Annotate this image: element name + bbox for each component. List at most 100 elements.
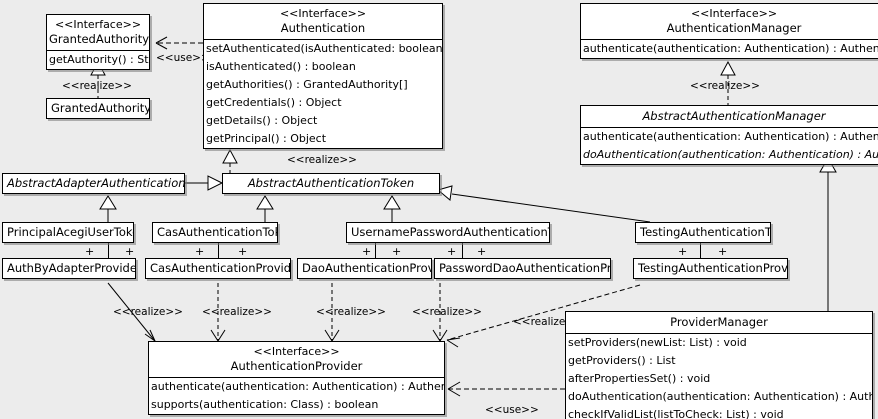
assoc-plus-mark: +	[678, 245, 688, 258]
class-method: getDetails() : Object	[206, 113, 318, 127]
edge-label-realize-passworddao: <<realize>>	[412, 306, 482, 318]
edge-label-realize-abstractauthenticationmanager: <<realize>>	[690, 80, 760, 92]
class-box-password-dao-authentication-provider[interactable]: PasswordDaoAuthenticationProvider	[434, 258, 611, 280]
class-header: PasswordDaoAuthenticationProvider	[435, 259, 610, 278]
class-box-auth-by-adapter-provider[interactable]: AuthByAdapterProvider	[2, 258, 136, 280]
class-method: getAuthority() : String	[49, 53, 149, 67]
class-method: checkIfValidList(listToCheck: List) : vo…	[568, 408, 784, 419]
class-method: setAuthenticated(isAuthenticated: boolea…	[206, 42, 443, 56]
class-header: <<Interface>> GrantedAuthority	[47, 15, 149, 50]
class-method: getPrincipal() : Object	[206, 131, 327, 145]
edge-label-realize-cas: <<realize>>	[202, 306, 272, 318]
class-name: GrantedAuthorityImpl	[51, 101, 149, 115]
class-method: getProviders() : List	[568, 354, 676, 368]
class-name: DaoAuthenticationProvider	[302, 261, 431, 275]
class-method: isAuthenticated() : boolean	[206, 60, 356, 74]
class-header: CasAuthenticationToken	[153, 223, 277, 242]
class-stereotype: <<Interface>>	[54, 18, 142, 31]
assoc-line-upat-passworddao	[462, 243, 463, 258]
assoc-line-principal-authbyadapter	[108, 243, 109, 258]
class-members: authenticate(authentication: Authenticat…	[149, 377, 444, 414]
class-header: TestingAuthenticationProvider	[634, 259, 787, 278]
class-box-cas-authentication-token[interactable]: CasAuthenticationToken	[152, 222, 278, 244]
edge-label-use-grantedauthority: <<use>>	[156, 52, 210, 64]
assoc-line-upat-dao	[375, 243, 376, 258]
class-box-abstract-adapter-authentication-token[interactable]: AbstractAdapterAuthenticationToken	[2, 173, 185, 195]
class-members: getAuthority() : String	[47, 50, 149, 69]
edge-label-realize-grantedauthorityimpl: <<realize>>	[62, 80, 132, 92]
class-method: afterPropertiesSet() : void	[568, 372, 711, 386]
class-header: AbstractAuthenticationToken	[223, 174, 439, 193]
class-method: doAuthentication(authentication: Authent…	[583, 148, 878, 162]
class-stereotype: <<Interface>>	[253, 345, 340, 358]
class-box-abstract-authentication-token[interactable]: AbstractAuthenticationToken	[222, 173, 440, 195]
assoc-plus-mark: +	[195, 245, 205, 258]
class-name: TestingAuthenticationToken	[640, 225, 770, 239]
edge-label-realize-dao: <<realize>>	[316, 306, 386, 318]
edge-label-use-providermanager: <<use>>	[485, 404, 539, 416]
class-name: AbstractAuthenticationToken	[247, 176, 415, 190]
class-name: AuthenticationProvider	[230, 358, 363, 373]
class-name: Authentication	[280, 20, 366, 35]
class-header: GrantedAuthorityImpl	[47, 99, 149, 118]
class-box-abstract-authentication-manager[interactable]: AbstractAuthenticationManager authentica…	[580, 105, 878, 166]
class-header: TestingAuthenticationToken	[636, 223, 770, 242]
class-header: <<Interface>> AuthenticationManager	[581, 4, 878, 39]
class-name: AbstractAdapterAuthenticationToken	[7, 176, 185, 190]
class-name: AbstractAuthenticationManager	[642, 109, 826, 123]
assoc-plus-mark: +	[718, 245, 728, 258]
class-header: AbstractAdapterAuthenticationToken	[3, 174, 184, 193]
class-box-cas-authentication-provider[interactable]: CasAuthenticationProvider	[145, 258, 291, 280]
edge-label-realize-authbyadapter: <<realize>>	[113, 306, 183, 318]
class-members: setAuthenticated(isAuthenticated: boolea…	[204, 39, 442, 148]
class-box-principal-acegi-user-token[interactable]: PrincipalAcegiUserToken	[2, 222, 134, 244]
assoc-plus-mark: +	[392, 245, 402, 258]
class-stereotype: <<Interface>>	[279, 7, 367, 20]
class-box-authentication[interactable]: <<Interface>> Authentication setAuthenti…	[203, 3, 443, 149]
class-name: AuthByAdapterProvider	[7, 261, 136, 275]
assoc-plus-mark: +	[477, 245, 487, 258]
class-stereotype: <<Interface>>	[690, 7, 778, 20]
class-box-testing-authentication-provider[interactable]: TestingAuthenticationProvider	[633, 258, 788, 280]
assoc-plus-mark: +	[85, 245, 95, 258]
class-name: UsernamePasswordAuthenticationToken	[351, 225, 549, 239]
class-box-dao-authentication-provider[interactable]: DaoAuthenticationProvider	[297, 258, 432, 280]
assoc-plus-mark: +	[447, 245, 457, 258]
class-header: <<Interface>> Authentication	[204, 4, 442, 39]
class-method: authenticate(authentication: Authenticat…	[151, 380, 444, 394]
assoc-plus-mark: +	[362, 245, 372, 258]
class-name: CasAuthenticationToken	[157, 225, 277, 239]
class-method: authenticate(authentication: Authenticat…	[583, 42, 878, 56]
class-members: authenticate(authentication: Authenticat…	[581, 127, 878, 164]
class-name: PrincipalAcegiUserToken	[7, 225, 134, 239]
edge-label-realize-abstractauthenticationtoken: <<realize>>	[287, 154, 357, 166]
class-members: setProviders(newList: List) : void getPr…	[566, 333, 872, 419]
class-method: setProviders(newList: List) : void	[568, 336, 747, 350]
class-box-granted-authority[interactable]: <<Interface>> GrantedAuthority getAuthor…	[46, 14, 150, 71]
class-header: AbstractAuthenticationManager	[581, 106, 878, 127]
assoc-plus-mark: +	[125, 245, 135, 258]
class-name: AuthenticationManager	[666, 20, 802, 35]
class-box-provider-manager[interactable]: ProviderManager setProviders(newList: Li…	[565, 311, 873, 419]
class-header: AuthByAdapterProvider	[3, 259, 135, 278]
class-box-granted-authority-impl[interactable]: GrantedAuthorityImpl	[46, 98, 150, 120]
class-method: getAuthorities() : GrantedAuthority[]	[206, 78, 408, 91]
class-name: PasswordDaoAuthenticationProvider	[439, 261, 611, 275]
class-method: getCredentials() : Object	[206, 95, 342, 109]
class-members: authenticate(authentication: Authenticat…	[581, 39, 878, 58]
class-header: ProviderManager	[566, 312, 872, 333]
class-header: CasAuthenticationProvider	[146, 259, 290, 278]
class-name: TestingAuthenticationProvider	[638, 261, 788, 275]
class-box-authentication-manager[interactable]: <<Interface>> AuthenticationManager auth…	[580, 3, 878, 60]
class-box-authentication-provider[interactable]: <<Interface>> AuthenticationProvider aut…	[148, 341, 445, 415]
class-box-username-password-authentication-token[interactable]: UsernamePasswordAuthenticationToken	[346, 222, 550, 244]
class-header: PrincipalAcegiUserToken	[3, 223, 133, 242]
class-header: DaoAuthenticationProvider	[298, 259, 431, 278]
class-name: CasAuthenticationProvider	[150, 261, 291, 275]
assoc-plus-mark: +	[238, 245, 248, 258]
class-header: UsernamePasswordAuthenticationToken	[347, 223, 549, 242]
class-box-testing-authentication-token[interactable]: TestingAuthenticationToken	[635, 222, 771, 244]
assoc-line-testing	[700, 243, 701, 258]
class-method: doAuthentication(authentication: Authent…	[568, 390, 872, 404]
